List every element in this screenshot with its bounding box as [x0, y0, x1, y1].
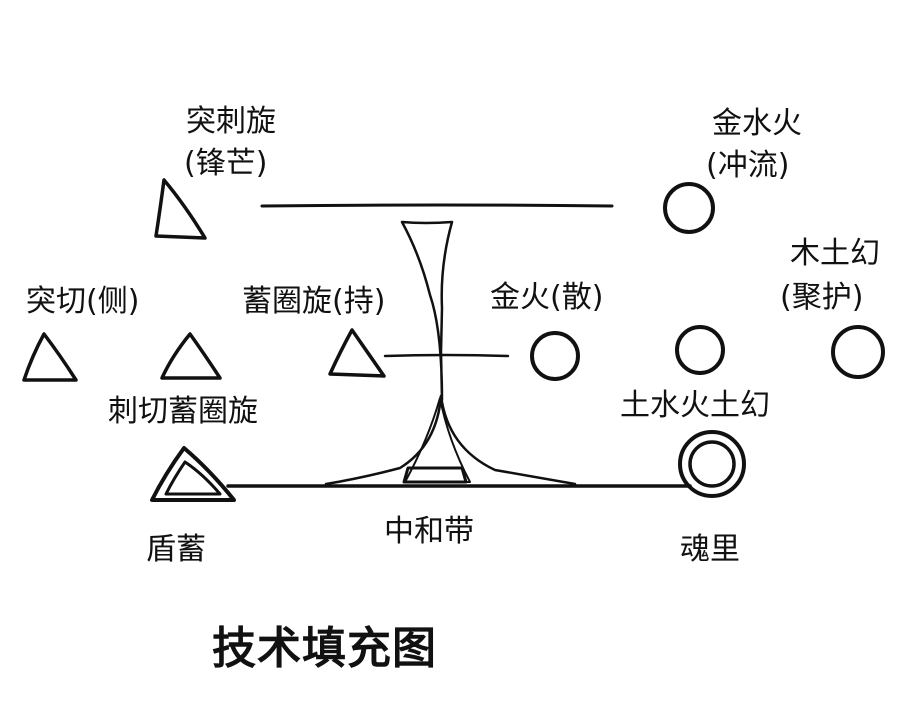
diagram-title: 技术填充图: [212, 623, 437, 674]
label-rush-flow: (冲流): [706, 148, 790, 183]
label-charge-circle-spin-hold: 蓄圈旋(持): [242, 284, 386, 319]
stem-lower-flare-right: [439, 394, 577, 486]
triangle-icon-charge-circle: [328, 328, 386, 378]
circle-icon-wood-earth-illusion: [831, 325, 885, 379]
label-wood-earth-illusion: 木土幻: [790, 236, 880, 271]
label-thrust-rend-spin: 突刺旋: [186, 104, 276, 139]
label-earth-water-fire-earth-illusion: 土水火土幻: [620, 388, 770, 423]
triangle-icon-thrust-rend-spin: [154, 178, 207, 240]
triangle-icon-shield-charge-inner: [164, 460, 222, 496]
stem-lower-flare: [324, 394, 443, 486]
label-edge: (锋芒): [184, 146, 268, 181]
label-neutral-band: 中和带: [384, 514, 474, 549]
label-rend-cut-charge-circle-spin: 刺切蓄圈旋: [108, 394, 258, 429]
middle-bar-line: [383, 353, 510, 358]
circle-icon-soul-inside-inner: [688, 440, 736, 488]
neutral-band-shape: [402, 466, 468, 484]
label-metal-water-fire: 金水火: [712, 106, 802, 141]
top-bar-line: [260, 203, 614, 208]
circle-icon-metal-water-fire: [663, 182, 715, 234]
label-shield-charge: 盾蓄: [146, 532, 206, 567]
label-thrust-cut-side: 突切(侧): [26, 284, 140, 319]
triangle-icon-thrust-cut-side: [22, 332, 78, 382]
circle-icon-metal-fire-scatter: [530, 331, 580, 381]
label-soul-inside: 魂里: [680, 532, 740, 567]
circle-icon-middle: [675, 325, 725, 375]
label-metal-fire-scatter: 金火(散): [490, 280, 604, 315]
label-gather-guard: (聚护): [780, 280, 864, 315]
triangle-icon-rend-cut: [160, 332, 222, 380]
circle-icon-soul-inside-outer: [678, 430, 746, 498]
bottom-baseline: [226, 483, 692, 488]
triangle-icon-shield-charge-outer: [150, 446, 236, 502]
stem-upper-funnel: [400, 220, 454, 402]
